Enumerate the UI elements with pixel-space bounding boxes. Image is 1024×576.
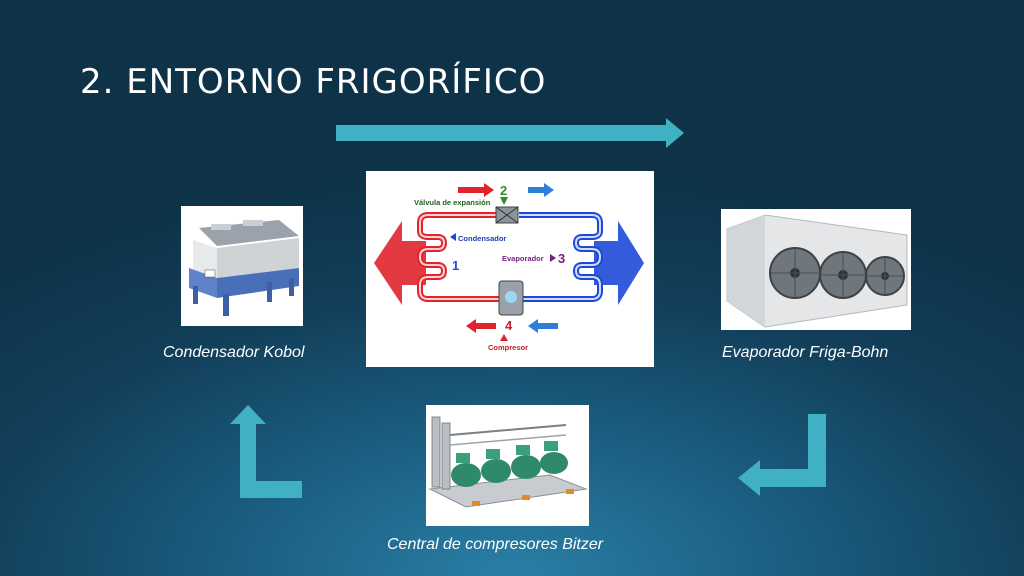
step-4-label: 4 bbox=[505, 318, 513, 333]
arrow-right-icon bbox=[336, 118, 684, 148]
refrigeration-cycle-diagram: Válvula de expansión Condensador Evapora… bbox=[366, 171, 654, 367]
condenser-caption: Condensador Kobol bbox=[163, 344, 305, 361]
expansion-valve-label: Válvula de expansión bbox=[414, 198, 491, 207]
condenser-photo bbox=[181, 206, 303, 326]
step-2-label: 2 bbox=[500, 183, 507, 198]
slide-title: 2. ENTORNO FRIGORÍFICO bbox=[80, 62, 547, 102]
evaporator-photo bbox=[721, 209, 911, 330]
arrow-up-icon bbox=[230, 405, 302, 498]
evaporator-caption: Evaporador Friga-Bohn bbox=[722, 344, 889, 361]
compressor-label: Compresor bbox=[488, 343, 528, 352]
step-3-label: 3 bbox=[558, 251, 565, 266]
arrow-left-icon bbox=[738, 414, 826, 496]
step-1-label: 1 bbox=[452, 258, 459, 273]
compressors-caption: Central de compresores Bitzer bbox=[387, 536, 604, 553]
condenser-label: Condensador bbox=[458, 234, 506, 243]
evaporator-label: Evaporador bbox=[502, 254, 544, 263]
compressor-rack-photo bbox=[426, 405, 589, 526]
